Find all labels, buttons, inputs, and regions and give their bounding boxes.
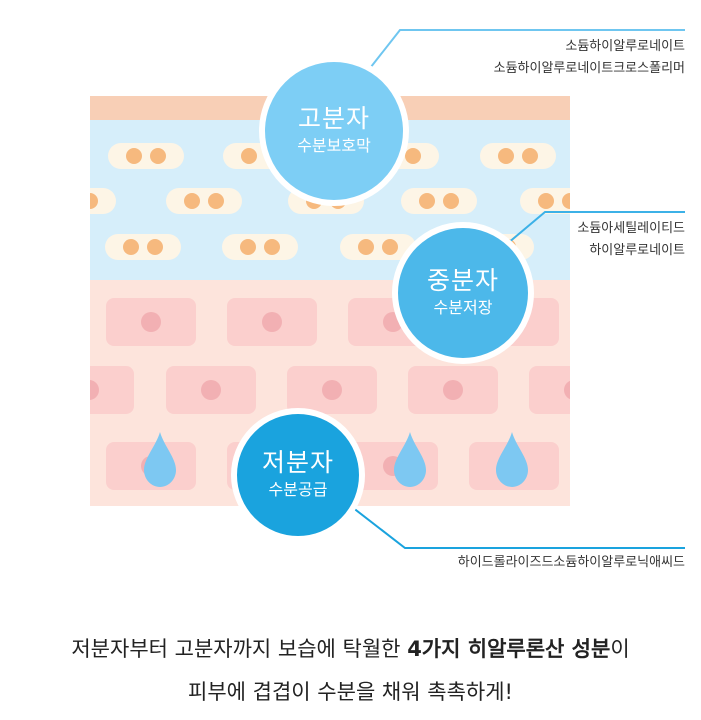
cell-dot <box>358 239 374 255</box>
high-molecular-title: 고분자 <box>297 104 370 133</box>
caption-highlight: 4가지 히알루론산 성분 <box>407 637 611 661</box>
dermis-cell <box>227 298 317 346</box>
mid-molecular-ingredients: 소듐아세틸레이티드 하이알루로네이트 <box>577 218 685 262</box>
water-drop-icon <box>496 432 528 487</box>
cell-nucleus <box>443 380 463 400</box>
cell-dot <box>264 239 280 255</box>
cell-nucleus <box>90 380 99 400</box>
cell-dot <box>562 193 570 209</box>
ingredient-line: 하이알루로네이트 <box>589 243 685 258</box>
cell-dot <box>147 239 163 255</box>
cell-dot <box>498 148 514 164</box>
cell-body <box>340 234 416 260</box>
cell-nucleus <box>141 312 161 332</box>
cell-nucleus <box>262 312 282 332</box>
cell-body <box>105 234 181 260</box>
caption-line-2: 피부에 겹겹이 수분을 채워 촉촉하게! <box>188 680 513 704</box>
cell-dot <box>443 193 459 209</box>
cell-dot <box>240 239 256 255</box>
ingredient-line: 소듐하이알루로네이트 <box>565 39 685 54</box>
ingredient-line: 소듐아세틸레이티드 <box>577 221 685 236</box>
low-molecular-ingredients: 하이드롤라이즈드소듐하이알루로닉애씨드 <box>458 552 685 574</box>
epidermis-cell <box>58 188 116 214</box>
cell-dot <box>419 193 435 209</box>
epidermis-cell <box>108 143 184 169</box>
cell-body <box>520 188 570 214</box>
cell-dot <box>184 193 200 209</box>
cell-body <box>108 143 184 169</box>
cell-dot <box>58 193 74 209</box>
caption-text: 저분자부터 고분자까지 보습에 탁월한 <box>71 637 408 661</box>
ingredient-line: 하이드롤라이즈드소듐하이알루로닉애씨드 <box>457 555 685 570</box>
high-molecular-ingredients: 소듐하이알루로네이트 소듐하이알루로네이트크로스폴리머 <box>494 36 685 80</box>
dermis-cell <box>287 366 377 414</box>
cell-dot <box>126 148 142 164</box>
cell-nucleus <box>322 380 342 400</box>
epidermis-cell <box>340 234 416 260</box>
low-molecular-subtitle: 수분공급 <box>268 480 328 499</box>
cell-dot <box>150 148 166 164</box>
cell-nucleus <box>564 380 570 400</box>
cell-dot <box>123 239 139 255</box>
water-drop-icon <box>394 432 426 487</box>
cell-body <box>166 188 242 214</box>
cell-dot <box>90 193 98 209</box>
cell-body <box>90 188 116 214</box>
caption-text-end: 이 <box>610 637 630 661</box>
cell-dot <box>208 193 224 209</box>
dermis-cell <box>106 298 196 346</box>
low-molecular-circle: 저분자 수분공급 <box>231 408 365 542</box>
high-molecular-circle: 고분자 수분보호막 <box>259 56 409 206</box>
cell-dot <box>382 239 398 255</box>
dermis-cell <box>90 366 134 414</box>
low-molecular-title: 저분자 <box>261 448 334 477</box>
epidermis-cell <box>480 143 556 169</box>
caption-line-1: 저분자부터 고분자까지 보습에 탁월한 4가지 히알루론산 성분이 <box>0 633 701 663</box>
cell-nucleus <box>201 380 221 400</box>
dermis-cell <box>166 366 256 414</box>
cell-body <box>90 366 134 414</box>
cell-body <box>480 143 556 169</box>
cell-dot <box>538 193 554 209</box>
mid-molecular-circle: 중분자 수분저장 <box>392 222 534 364</box>
ingredient-line: 소듐하이알루로네이트크로스폴리머 <box>493 61 685 76</box>
high-molecular-subtitle: 수분보호막 <box>297 136 371 155</box>
mid-molecular-subtitle: 수분저장 <box>433 298 493 317</box>
dermis-cell <box>408 366 498 414</box>
cell-body <box>222 234 298 260</box>
cell-dot <box>241 148 257 164</box>
epidermis-cell <box>166 188 242 214</box>
water-drop-icon <box>144 432 176 487</box>
epidermis-cell <box>222 234 298 260</box>
epidermis-cell <box>520 188 570 214</box>
mid-molecular-title: 중분자 <box>426 266 499 295</box>
cell-dot <box>405 148 421 164</box>
epidermis-cell <box>401 188 477 214</box>
cell-body <box>529 366 570 414</box>
cell-body <box>401 188 477 214</box>
dermis-cell <box>529 366 570 414</box>
cell-dot <box>522 148 538 164</box>
epidermis-cell <box>105 234 181 260</box>
